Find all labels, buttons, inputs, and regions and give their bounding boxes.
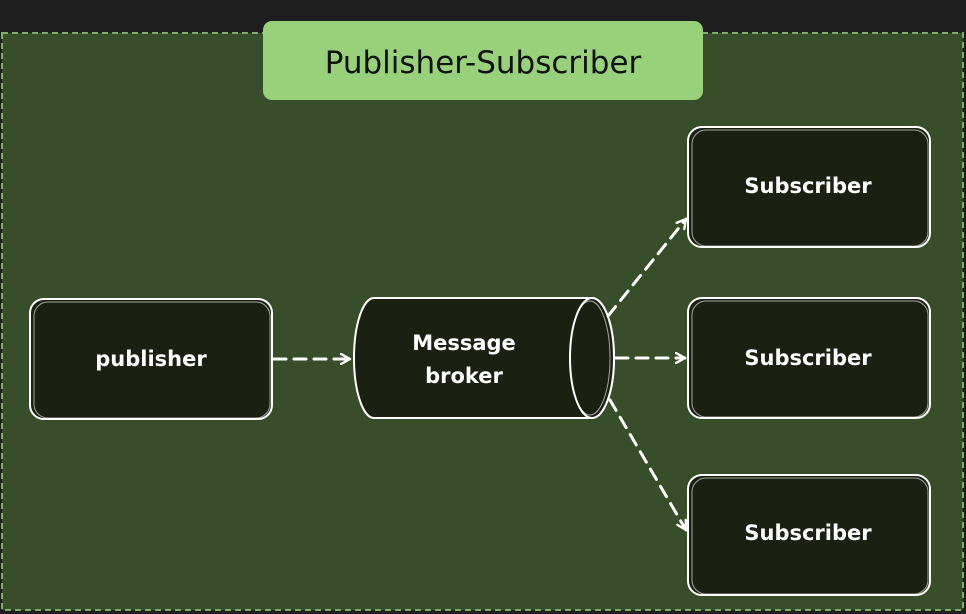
broker-label-line2: broker (425, 364, 503, 388)
arrow-broker-to-subscriber (606, 217, 688, 318)
title-badge: Publisher-Subscriber (263, 21, 703, 100)
arrow-broker-to-subscriber (608, 398, 688, 532)
message-broker-node: Message broker (353, 297, 615, 419)
broker-label-line1: Message (412, 331, 516, 355)
subscriber-label: Subscriber (744, 521, 872, 545)
diagram-title: Publisher-Subscriber (325, 45, 642, 81)
publisher-node: publisher (29, 298, 273, 420)
subscriber-label: Subscriber (744, 346, 872, 370)
subscriber-node: Subscriber (687, 474, 931, 596)
subscriber-node: Subscriber (687, 297, 931, 419)
subscriber-node: Subscriber (687, 126, 931, 248)
publisher-label: publisher (95, 347, 207, 371)
subscriber-label: Subscriber (744, 174, 872, 198)
